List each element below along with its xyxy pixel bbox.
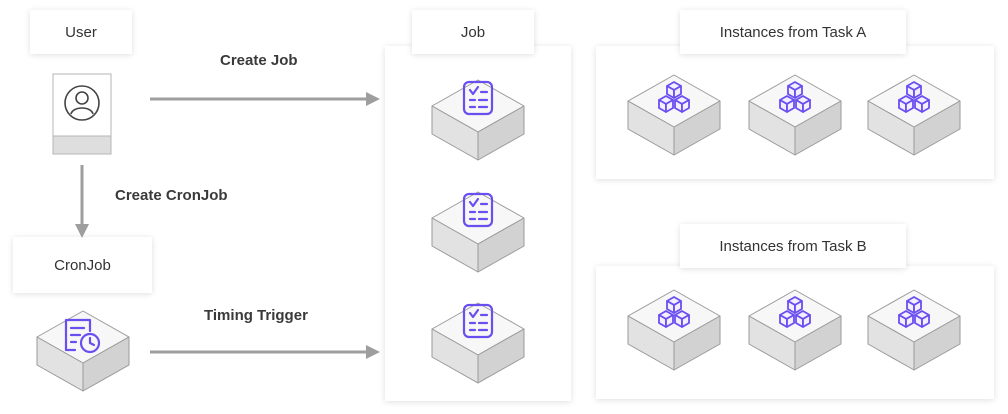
timing-trigger-arrow [150,345,380,359]
job-node-1 [431,79,525,161]
task-a-instance-3 [867,74,961,156]
task-b-instance-3 [867,289,961,371]
user-avatar-icon [64,85,100,121]
create-cronjob-arrow [75,165,89,238]
cronjob-node [36,310,130,392]
task-a-instance-2 [748,74,842,156]
cronjob-label: CronJob [13,237,152,293]
job-node-3 [431,302,525,384]
task-a-label: Instances from Task A [680,10,906,54]
user-node [52,73,112,155]
user-label: User [30,10,132,54]
scheduled-task-icon [64,318,101,354]
task-b-instance-1 [627,289,721,371]
create-job-arrow [150,92,380,106]
task-b-label: Instances from Task B [680,224,906,268]
job-label: Job [412,10,534,54]
create-cronjob-label: Create CronJob [115,187,228,204]
timing-trigger-label: Timing Trigger [204,307,308,324]
create-job-label: Create Job [220,52,298,69]
task-a-instance-1 [627,74,721,156]
task-b-instance-2 [748,289,842,371]
job-node-2 [431,191,525,273]
